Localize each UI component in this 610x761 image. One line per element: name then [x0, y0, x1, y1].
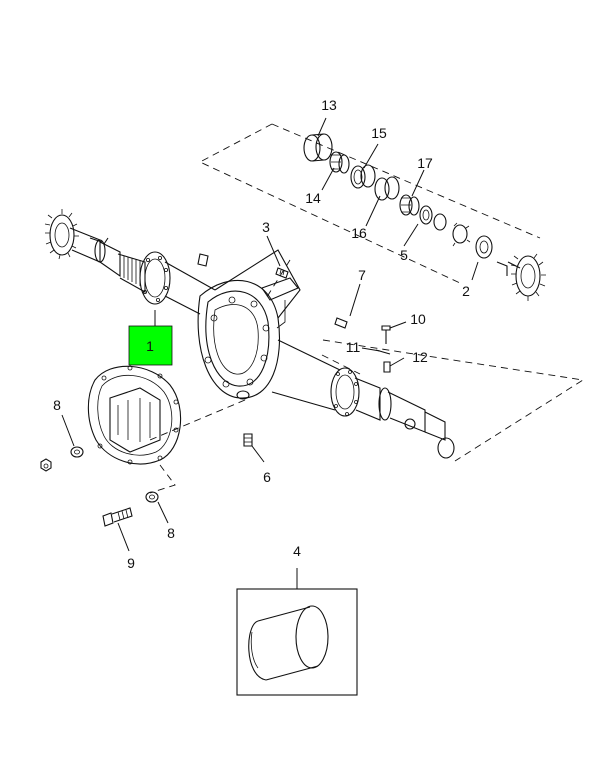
callout-1-label[interactable]: 1	[146, 338, 154, 354]
callout-7-label[interactable]: 7	[358, 267, 366, 283]
callout-2-label[interactable]: 2	[462, 283, 470, 299]
callout-9-label[interactable]: 9	[127, 555, 135, 571]
callout-5-label[interactable]: 5	[400, 247, 408, 263]
callout-12-label[interactable]: 12	[412, 349, 428, 365]
differential-carrier	[87, 365, 182, 465]
differential-housing	[197, 249, 301, 400]
item-4-detail-box	[236, 588, 358, 696]
callout-10-label[interactable]: 10	[410, 311, 426, 327]
callout-14-label[interactable]: 14	[305, 190, 321, 206]
right-drive-flange	[496, 253, 546, 301]
fasteners	[197, 253, 391, 447]
assembly-guide-lines	[149, 123, 585, 494]
axle-housing-right-tube	[271, 339, 455, 459]
washer-nut-bolt	[40, 446, 159, 527]
callout-15-label[interactable]: 15	[371, 125, 387, 141]
callout-17-label[interactable]: 17	[417, 155, 433, 171]
callout-3-label[interactable]: 3	[262, 219, 270, 235]
callout-16-label[interactable]: 16	[351, 225, 367, 241]
callout-8-label-lower[interactable]: 8	[167, 525, 175, 541]
bearing-stack	[303, 133, 493, 259]
callout-1-highlight[interactable]	[128, 325, 173, 366]
callout-13-label[interactable]: 13	[321, 97, 337, 113]
left-drive-flange	[44, 209, 109, 263]
leader-lines	[61, 117, 479, 589]
callout-6-label[interactable]: 6	[263, 469, 271, 485]
callout-11-label[interactable]: 11	[346, 339, 361, 355]
callout-4-label[interactable]: 4	[293, 543, 301, 559]
axle-housing-left-tube	[99, 241, 216, 315]
callout-8-label-upper[interactable]: 8	[53, 397, 61, 413]
